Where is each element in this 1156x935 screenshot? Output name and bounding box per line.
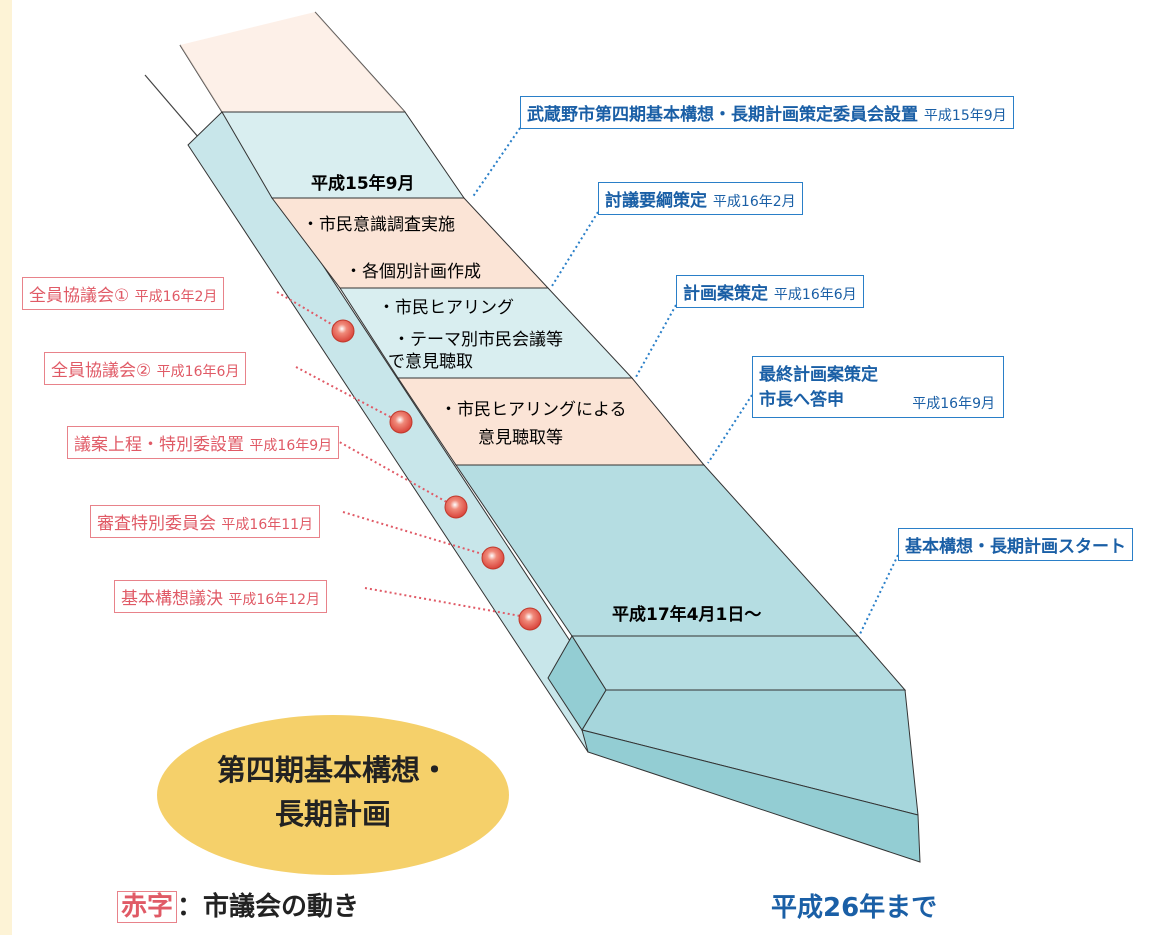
red-connector xyxy=(295,366,397,421)
callout-plan-draft: 計画案策定 平成16年6月 xyxy=(676,275,864,308)
title-badge-shape xyxy=(157,715,509,875)
legend: 赤字：市議会の動き xyxy=(117,886,359,923)
council-callout-5: 基本構想議決 平成16年12月 xyxy=(114,580,328,613)
council-event-dot xyxy=(518,607,542,631)
callout-final-plan: 最終計画案策定 市長へ答申 平成16年9月 xyxy=(752,356,1004,418)
council-event-dot xyxy=(444,495,468,519)
callout-discussion-outline: 討議要綱策定 平成16年2月 xyxy=(598,182,803,215)
council-event-dot xyxy=(481,546,505,570)
callout-date: 平成16年6月 xyxy=(156,364,240,380)
callout-text: 基本構想・長期計画スタート xyxy=(905,537,1126,557)
council-event-dot xyxy=(331,319,355,343)
band-fade-top xyxy=(180,12,405,112)
stage1-item-plans: ・各個別計画作成 xyxy=(345,262,481,282)
callout-text: 基本構想議決 xyxy=(121,589,223,609)
stage3-item-hearing: ・市民ヒアリングによる xyxy=(440,400,627,420)
title-badge: 第四期基本構想・ 長期計画 xyxy=(157,748,509,836)
callout-start: 基本構想・長期計画スタート xyxy=(898,528,1133,561)
band-edge-line xyxy=(144,74,206,146)
callout-text: 全員協議会② xyxy=(51,361,152,381)
stage1-item-survey: ・市民意識調査実施 xyxy=(302,215,455,235)
callout-text: 武蔵野市第四期基本構想・長期計画策定委員会設置 xyxy=(527,105,918,125)
blue-connector xyxy=(635,304,677,378)
red-connector xyxy=(276,291,339,329)
callout-text: 最終計画案策定 市長へ答申 xyxy=(759,365,878,410)
blue-connector xyxy=(859,554,899,635)
band-end-bottom xyxy=(581,729,921,863)
council-callout-2: 全員協議会② 平成16年6月 xyxy=(44,352,247,385)
stage2-item-meetings: ・テーマ別市民会議等 xyxy=(393,330,563,350)
end-note: 平成26年まで xyxy=(771,893,938,923)
callout-date: 平成16年11月 xyxy=(221,517,314,533)
left-sidebar-strip xyxy=(0,0,12,935)
stage2-item-hearing: ・市民ヒアリング xyxy=(378,298,514,318)
callout-text: 議案上程・特別委設置 xyxy=(74,435,244,455)
blue-connector xyxy=(551,211,599,287)
stage3-item-opinion: 意見聴取等 xyxy=(478,428,563,448)
council-callout-3: 議案上程・特別委設置 平成16年9月 xyxy=(67,426,340,459)
legend-key: 赤字 xyxy=(117,891,178,923)
start-date-label: 平成15年9月 xyxy=(311,174,415,194)
callout-text: 全員協議会① xyxy=(29,286,130,306)
callout-text: 計画案策定 xyxy=(683,284,768,304)
callout-date: 平成16年9月 xyxy=(912,396,995,412)
callout-date: 平成16年2月 xyxy=(134,289,218,305)
callout-date: 平成16年12月 xyxy=(228,592,321,608)
callout-date: 平成16年2月 xyxy=(712,194,796,210)
callout-date: 平成16年6月 xyxy=(773,287,857,303)
council-event-dot xyxy=(389,410,413,434)
legend-description: ：市議会の動き xyxy=(177,892,360,922)
red-connector xyxy=(342,511,490,557)
blue-connector xyxy=(707,394,753,464)
callout-text: 審査特別委員会 xyxy=(97,514,216,534)
callout-committee: 武蔵野市第四期基本構想・長期計画策定委員会設置 平成15年9月 xyxy=(520,96,1014,129)
red-connector xyxy=(317,429,453,506)
callout-text: 討議要綱策定 xyxy=(605,191,707,211)
callout-date: 平成16年9月 xyxy=(249,438,333,454)
kickoff-date-label: 平成17年4月1日～ xyxy=(612,605,762,625)
blue-connector xyxy=(471,127,521,199)
band-end-top xyxy=(571,635,907,691)
title-badge-line2: 長期計画 xyxy=(274,797,391,831)
red-connector xyxy=(364,587,527,618)
title-badge-line1: 第四期基本構想・ xyxy=(216,753,449,787)
council-callout-1: 全員協議会① 平成16年2月 xyxy=(22,277,225,310)
stage2-item-opinion: で意見聴取 xyxy=(388,352,473,372)
callout-date: 平成15年9月 xyxy=(923,108,1007,124)
council-callout-4: 審査特別委員会 平成16年11月 xyxy=(90,505,321,538)
